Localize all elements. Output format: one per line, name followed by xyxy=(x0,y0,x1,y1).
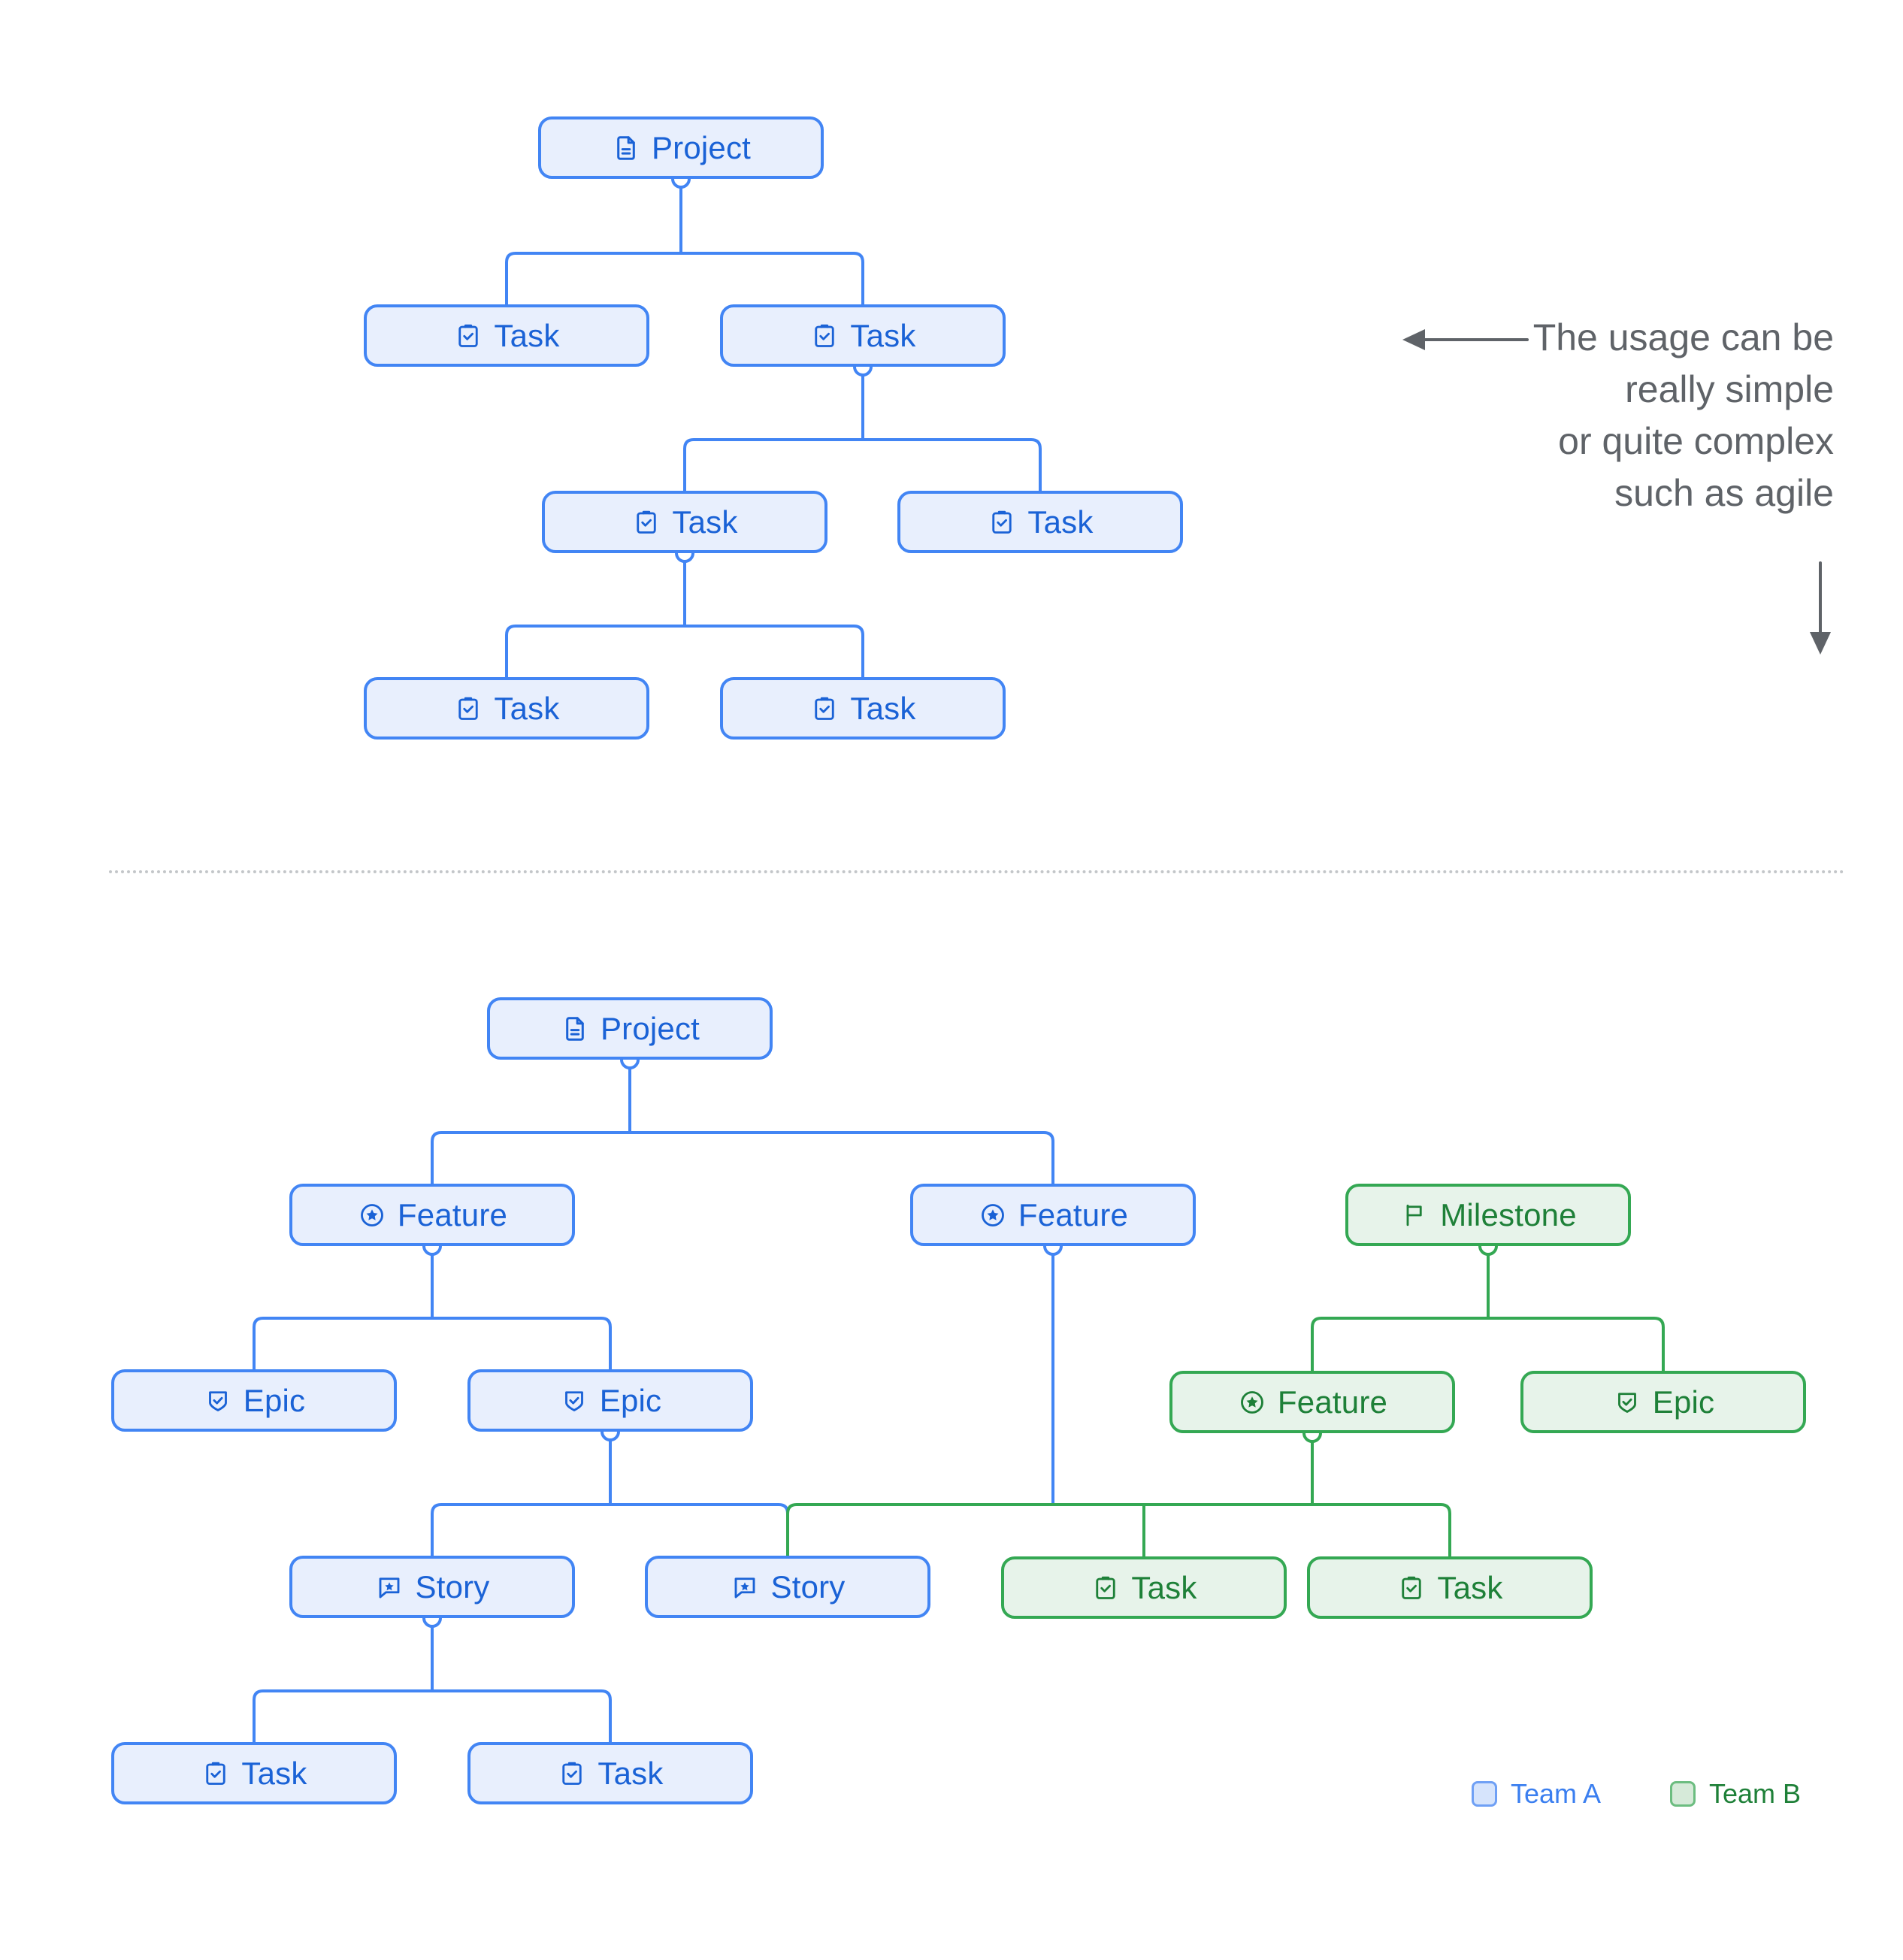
document-icon xyxy=(611,133,641,163)
node-label: Task xyxy=(598,1755,664,1791)
node-milestone[interactable]: Milestone xyxy=(1345,1184,1631,1246)
node-task[interactable]: Task xyxy=(364,677,649,740)
swatch-blue-icon xyxy=(1472,1781,1497,1807)
edge-bus-3 xyxy=(505,625,864,643)
node-feature[interactable]: Feature xyxy=(1169,1371,1455,1433)
usage-annotation: The usage can be really simple or quite … xyxy=(1413,312,1834,519)
epic-shield-icon xyxy=(1612,1387,1642,1417)
node-epic[interactable]: Epic xyxy=(1520,1371,1806,1433)
node-task[interactable]: Task xyxy=(897,491,1183,553)
node-project[interactable]: Project xyxy=(487,997,773,1060)
node-label: Task xyxy=(241,1755,307,1791)
edge-gbus-2 xyxy=(786,1503,1451,1521)
task-clipboard-icon xyxy=(557,1759,587,1789)
node-epic[interactable]: Epic xyxy=(467,1369,753,1432)
node-task[interactable]: Task xyxy=(1001,1556,1287,1619)
node-label: Story xyxy=(415,1568,490,1605)
task-clipboard-icon xyxy=(1396,1573,1426,1603)
node-label: Project xyxy=(651,129,752,165)
feature-star-icon xyxy=(978,1200,1008,1230)
task-clipboard-icon xyxy=(453,321,483,351)
legend-label: Team A xyxy=(1511,1778,1602,1809)
node-task[interactable]: Task xyxy=(720,677,1006,740)
epic-shield-icon xyxy=(559,1386,589,1416)
node-task[interactable]: Task xyxy=(542,491,827,553)
node-epic[interactable]: Epic xyxy=(111,1369,397,1432)
task-clipboard-icon xyxy=(809,321,840,351)
node-label: Feature xyxy=(1277,1384,1388,1420)
story-bubble-icon xyxy=(374,1572,404,1602)
node-task[interactable]: Task xyxy=(467,1742,753,1804)
annotation-line: The usage can be xyxy=(1532,316,1834,358)
task-clipboard-icon xyxy=(453,694,483,724)
section-divider xyxy=(109,870,1845,873)
node-task[interactable]: Task xyxy=(720,304,1006,367)
node-task[interactable]: Task xyxy=(364,304,649,367)
story-bubble-icon xyxy=(730,1572,760,1602)
node-story[interactable]: Story xyxy=(645,1556,930,1618)
milestone-flag-icon xyxy=(1399,1200,1430,1230)
task-clipboard-icon xyxy=(201,1759,231,1789)
feature-star-icon xyxy=(1237,1387,1267,1417)
node-feature[interactable]: Feature xyxy=(910,1184,1196,1246)
node-label: Task xyxy=(494,690,560,726)
edge-bbus-3 xyxy=(431,1503,789,1521)
edge-bbus-1 xyxy=(431,1131,1054,1149)
edge-bbus-4 xyxy=(253,1689,612,1707)
feature-star-icon xyxy=(357,1200,387,1230)
task-clipboard-icon xyxy=(631,507,661,537)
node-label: Task xyxy=(672,504,738,540)
node-label: Task xyxy=(494,317,560,353)
task-clipboard-icon xyxy=(987,507,1017,537)
node-label: Task xyxy=(1437,1569,1503,1605)
arrow-left-icon xyxy=(1402,329,1529,350)
task-clipboard-icon xyxy=(1091,1573,1121,1603)
node-feature[interactable]: Feature xyxy=(289,1184,575,1246)
node-label: Story xyxy=(770,1568,846,1605)
document-icon xyxy=(560,1014,590,1044)
edge-gbus-1 xyxy=(1311,1317,1665,1335)
node-task[interactable]: Task xyxy=(111,1742,397,1804)
node-label: Feature xyxy=(397,1196,508,1233)
node-label: Epic xyxy=(243,1382,306,1418)
node-label: Task xyxy=(850,690,916,726)
node-label: Project xyxy=(600,1010,700,1046)
node-label: Task xyxy=(1027,504,1094,540)
legend-team-b[interactable]: Team B xyxy=(1670,1778,1801,1810)
node-task[interactable]: Task xyxy=(1307,1556,1593,1619)
node-project[interactable]: Project xyxy=(538,116,824,179)
legend-team-a[interactable]: Team A xyxy=(1472,1778,1601,1810)
legend-label: Team B xyxy=(1709,1778,1802,1809)
node-label: Epic xyxy=(599,1382,662,1418)
epic-shield-icon xyxy=(203,1386,233,1416)
arrow-down-icon xyxy=(1810,561,1831,655)
node-label: Epic xyxy=(1652,1384,1715,1420)
annotation-line: such as agile xyxy=(1614,472,1834,514)
node-label: Milestone xyxy=(1440,1196,1577,1233)
node-label: Task xyxy=(1131,1569,1197,1605)
edge-bus-2 xyxy=(683,438,1042,456)
swatch-green-icon xyxy=(1670,1781,1696,1807)
task-clipboard-icon xyxy=(809,694,840,724)
edge-bus-1 xyxy=(505,252,864,270)
annotation-line: or quite complex xyxy=(1558,420,1834,462)
node-label: Feature xyxy=(1018,1196,1129,1233)
annotation-line: really simple xyxy=(1625,368,1834,410)
node-label: Task xyxy=(850,317,916,353)
node-story[interactable]: Story xyxy=(289,1556,575,1618)
edge-bbus-2 xyxy=(253,1317,612,1335)
